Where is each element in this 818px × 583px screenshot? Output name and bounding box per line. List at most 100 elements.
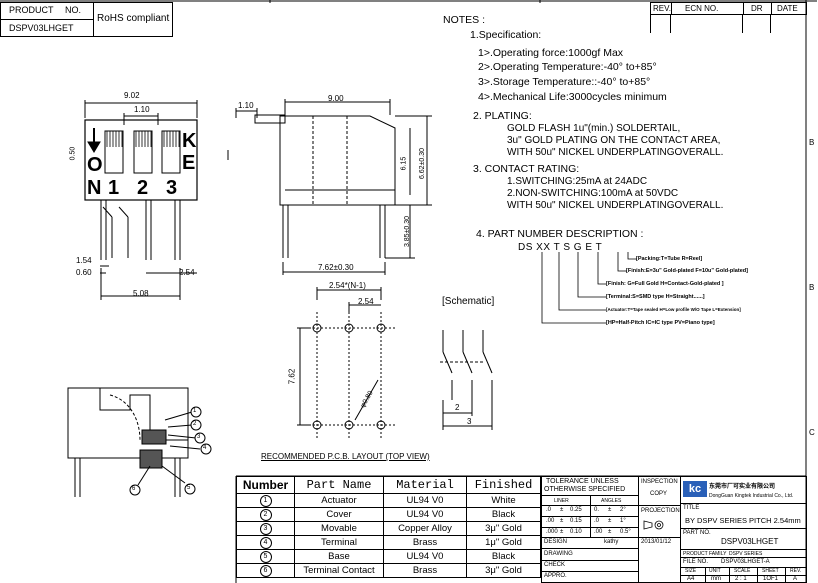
part-name: Base (294, 549, 384, 564)
bom-table: Number Part Name Material Finished 1 Act… (236, 476, 541, 578)
tolerance-title-1: TOLERANCE UNLESS (546, 478, 619, 485)
scale-value: 2 : 1 (735, 576, 747, 582)
date-label: DATE (777, 4, 798, 13)
sheet-value: 1OF1 (763, 576, 779, 582)
ecn-label: ECN NO. (685, 4, 719, 13)
table-row: 1 Actuator UL94 V0 White (236, 493, 541, 508)
tol-row-1-liner-pm: ± (560, 507, 564, 513)
tolerance-title-2: OTHERWISE SPECIFIED (544, 486, 626, 493)
label-k: K (182, 130, 197, 152)
row-number: 6 (259, 565, 272, 577)
balloon-5: 5 (187, 485, 191, 491)
tol-row-1-liner-val: 0.25 (570, 507, 582, 513)
plating-item-2: 3u" GOLD PLATING ON THE CONTACT AREA, (507, 135, 721, 146)
dim-pcb-7-62: 7.62 (287, 368, 297, 385)
pn-item-terminal: [Terminal:S=SMD type H=Straight......] (606, 294, 705, 300)
tol-row-2-liner-pm: ± (560, 518, 564, 524)
tol-row-3-liner-pm: ± (560, 529, 564, 535)
dim-0-60: 0.60 (76, 268, 92, 277)
projection-label: PROJECTION (641, 508, 680, 514)
notes-title: NOTES : (443, 14, 486, 26)
part-name: Cover (294, 507, 384, 522)
product-label: PRODUCT (9, 5, 54, 15)
dim-0-50: 0.50 (69, 146, 77, 161)
pcb-layout (297, 287, 395, 440)
tolerance-angles: ANGLES (601, 498, 622, 504)
tol-row-3-ang-dec: .00 (594, 529, 603, 535)
rev-field-value: A (793, 576, 798, 582)
pn-code: DS XX T S G E T (518, 242, 603, 253)
finish: 3μ" Gold (466, 521, 541, 536)
material: UL94 V0 (383, 549, 467, 564)
dim-side-3-85: 3.85±0.30 (404, 215, 412, 248)
title-value: BY DSPV SERIES PITCH 2.54mm (685, 516, 801, 525)
label-pos-2: 2 (137, 177, 149, 199)
rev-field-label: REV. (790, 568, 802, 574)
part-name: Movable (294, 521, 384, 536)
family-value: DSPV SERIES (729, 551, 763, 557)
label-pos-3: 3 (166, 177, 178, 199)
dim-pcb-2-54: 2.54 (358, 297, 374, 306)
tol-row-2-liner-dec: .00 (546, 518, 555, 524)
schematic-dim-3: 3 (467, 417, 472, 426)
rating-title: 3. CONTACT RATING: (473, 163, 580, 175)
company-logo: kc (683, 481, 707, 497)
pn-item-actuator: [Actuator:T=Tape sealed H=Low profile W/… (606, 307, 741, 312)
row-number: 1 (259, 495, 272, 507)
dim-side-1-10: 1.10 (238, 101, 254, 110)
row-number: 4 (259, 537, 272, 549)
pn-item-packing: [Packing:T=Tube R=Reel] (636, 256, 703, 262)
balloon-2: 2 (193, 421, 197, 427)
tol-row-1-ang-pm: ± (608, 507, 612, 513)
rev-label: REV. (653, 4, 671, 13)
approval-label: APPRO. (544, 573, 567, 579)
plating-title: 2. PLATING: (473, 110, 532, 122)
finish: Black (466, 507, 541, 522)
table-row: 5 Base UL94 V0 Black (236, 549, 541, 564)
check-label: CHECK (544, 562, 566, 568)
spec-title: 1.Specification: (470, 29, 542, 41)
bom-header-material: Material (383, 476, 467, 494)
border-letter-b: B (809, 138, 815, 147)
company-name-en: DongGuan Kingtek Industrial Co., Ltd. (709, 493, 794, 499)
label-e: E (182, 152, 196, 174)
pcb-caption: RECOMMENDED P.C.B. LAYOUT (TOP VIEW) (261, 452, 430, 461)
rohs-label: RoHS compliant (97, 13, 170, 24)
tol-row-3-liner-val: 0.10 (570, 529, 582, 535)
table-row: 2 Cover UL94 V0 Black (236, 507, 541, 522)
tol-row-1-ang-dec: 0. (594, 507, 600, 513)
size-value: A4 (687, 576, 695, 582)
designer-name: kathy (604, 539, 619, 545)
finish: Black (466, 549, 541, 564)
tol-row-3-ang-val: 0.5° (620, 529, 631, 535)
bom-header-row: Number Part Name Material Finished (236, 476, 541, 494)
file-no-label: FILE NO. (683, 559, 709, 565)
pn-item-pitch: [HP=Half-Pitch IC=IC type PV=Piano type] (606, 320, 715, 326)
inspection-block: INSPECTION COPY PROJECTION 2013/01/12 (638, 476, 681, 583)
unit-value: mm (711, 576, 721, 582)
sheet-label: SHEET (762, 568, 779, 574)
bom-header-number: Number (236, 476, 295, 494)
cross-section (67, 387, 201, 497)
dim-9-02: 9.02 (124, 91, 140, 100)
material: Brass (383, 535, 467, 550)
revision-block: REV. ECN NO. DR DATE (650, 2, 807, 15)
projection-symbol (643, 520, 664, 530)
border-letter-c: C (809, 428, 815, 437)
label-pos-1: 1 (108, 177, 120, 199)
tol-row-3-liner-dec: .000 (546, 529, 558, 535)
copy-label: COPY (650, 491, 668, 497)
plating-item-3: WITH 50u" NICKEL UNDERPLATINGOVERALL. (507, 147, 724, 158)
pn-title: 4. PART NUMBER DESCRIPTION : (476, 228, 644, 240)
inspection-label: INSPECTION (641, 479, 678, 485)
balloon-1: 1 (193, 408, 197, 414)
bom-header-finished: Finished (466, 476, 541, 494)
drawing-label: DRAWING (544, 551, 573, 557)
tol-row-3-ang-pm: ± (608, 529, 612, 535)
dr-label: DR (751, 4, 763, 13)
finish: 3μ" Gold (466, 563, 541, 578)
tol-row-1-liner-dec: .0 (546, 507, 552, 513)
dim-side-6-15: 6.15 (400, 156, 408, 171)
tolerance-liner: LINER (554, 498, 569, 504)
table-row: 4 Terminal Brass 1μ" Gold (236, 535, 541, 550)
